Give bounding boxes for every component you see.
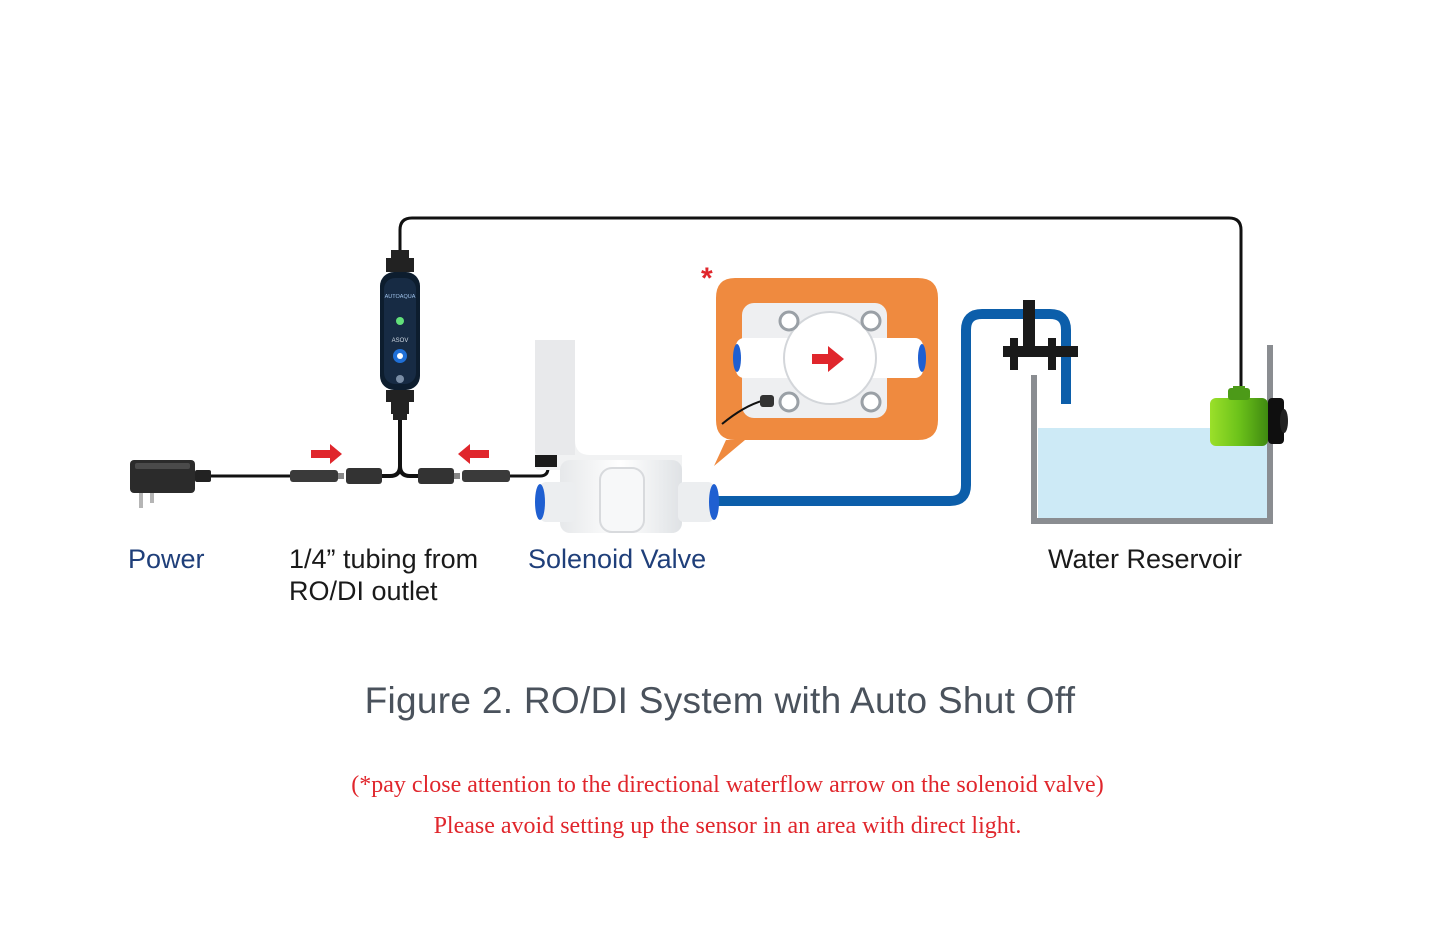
- figure-caption: Figure 2. RO/DI System with Auto Shut Of…: [364, 680, 1076, 721]
- controller-model: ASOV: [392, 338, 409, 344]
- tube-clip: [1003, 300, 1078, 370]
- solenoid-label: Solenoid Valve: [528, 544, 707, 574]
- reservoir-label: Water Reservoir: [1048, 544, 1243, 574]
- power-label: Power: [128, 544, 205, 574]
- tubing-label-line1: 1/4” tubing from: [289, 544, 479, 574]
- flow-arrow-callout: [714, 278, 938, 466]
- power-cable: [210, 420, 550, 484]
- float-sensor-icon: [1210, 386, 1288, 446]
- note-line-1: (*pay close attention to the directional…: [351, 772, 1104, 798]
- controller-brand: AUTOAQUA: [385, 294, 416, 300]
- sensor-cable: [398, 216, 1243, 395]
- direction-arrow-icon: [311, 444, 489, 464]
- controller-icon: [380, 250, 420, 420]
- tubing-label-line2: RO/DI outlet: [289, 576, 438, 606]
- note-line-2: Please avoid setting up the sensor in an…: [433, 813, 1022, 839]
- callout-asterisk: *: [701, 262, 713, 295]
- power-adapter-icon: [130, 460, 211, 508]
- outlet-tubing: [716, 309, 1071, 506]
- solenoid-valve-icon: [535, 340, 719, 533]
